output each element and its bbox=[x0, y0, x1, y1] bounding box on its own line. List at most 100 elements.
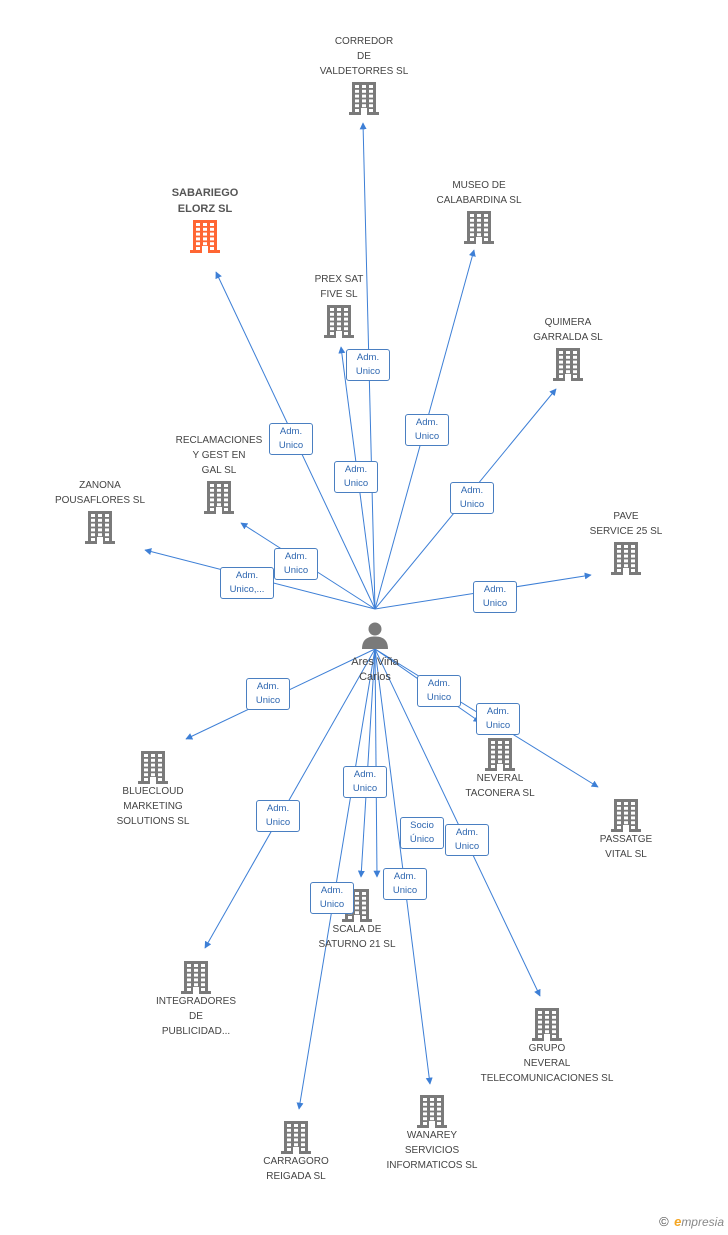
role-badge[interactable]: Adm. Unico,... bbox=[220, 567, 274, 599]
company-label-line: INTEGRADORES bbox=[155, 996, 236, 1007]
role-badge[interactable]: Adm.Unico bbox=[334, 461, 378, 493]
company-node-zanona[interactable]: ZANONA POUSAFLORES SL bbox=[25, 478, 175, 544]
edge-integradores bbox=[204, 648, 376, 949]
empresia-brand[interactable]: © empresia bbox=[659, 1214, 724, 1229]
company-label-line: SERVICE 25 SL bbox=[589, 526, 663, 537]
role-badge[interactable]: Adm. Unico bbox=[445, 824, 489, 856]
role-badge-line: Adm. bbox=[266, 803, 290, 814]
person-name-line1: Ares Viña bbox=[351, 656, 399, 668]
role-badge[interactable]: Adm.Unico bbox=[383, 868, 427, 900]
role-badge-line: Adm. bbox=[356, 352, 380, 363]
role-badge-line: Unico,... bbox=[229, 584, 265, 595]
role-badge[interactable]: Adm.Unico bbox=[310, 882, 354, 914]
company-label-line: PREX SAT bbox=[314, 274, 364, 285]
company-label-line: CORREDOR bbox=[334, 36, 394, 47]
company-label-line: Y GEST EN bbox=[192, 450, 246, 461]
role-badge[interactable]: Adm.Unico bbox=[476, 703, 520, 735]
role-badge[interactable]: Adm.Unico bbox=[343, 766, 387, 798]
role-badge-line: Socio bbox=[410, 820, 434, 831]
company-label-line: SABARIEGO bbox=[171, 187, 239, 199]
company-label-line: MARKETING bbox=[123, 801, 183, 812]
edge-scala-a bbox=[357, 648, 376, 878]
company-label-line: CALABARDINA SL bbox=[436, 195, 522, 206]
building-icon bbox=[204, 481, 234, 514]
company-node-integradores[interactable]: INTEGRADORES DE PUBLICIDAD... bbox=[121, 958, 271, 1039]
company-node-prex[interactable]: PREX SAT FIVE SL bbox=[264, 272, 414, 338]
company-label-line: DE bbox=[357, 51, 371, 62]
company-label-line: PUBLICIDAD... bbox=[161, 1026, 231, 1037]
role-badge-line: Único bbox=[409, 834, 435, 845]
role-badge-line: Unico bbox=[355, 366, 381, 377]
role-badge-line: Adm. bbox=[460, 485, 484, 496]
role-badge-line: Adm. bbox=[455, 827, 479, 838]
role-badge-line: Adm. bbox=[284, 551, 308, 562]
role-badge-line: Unico bbox=[414, 431, 440, 442]
role-badge-line: Adm. bbox=[256, 681, 280, 692]
role-badge[interactable]: Adm. Unico bbox=[274, 548, 318, 580]
building-icon bbox=[485, 738, 515, 771]
company-label-line: NEVERAL bbox=[476, 773, 524, 784]
brand-name: mpresia bbox=[681, 1215, 724, 1229]
company-label-line: ZANONA bbox=[79, 480, 121, 491]
company-label-line: VITAL SL bbox=[605, 849, 647, 860]
role-badge-line: Adm. bbox=[235, 570, 259, 581]
building-icon bbox=[181, 961, 211, 994]
building-icon bbox=[611, 542, 641, 575]
role-badge[interactable]: Adm. Unico bbox=[256, 800, 300, 832]
role-badge-line: Unico bbox=[255, 695, 281, 706]
role-badge-line: Unico bbox=[265, 817, 291, 828]
role-badge-line: Unico bbox=[283, 565, 309, 576]
role-badge[interactable]: Adm. Unico bbox=[450, 482, 494, 514]
building-icon bbox=[464, 211, 494, 244]
company-node-passatge[interactable]: PASSATGE VITAL SL bbox=[551, 796, 701, 862]
building-icon bbox=[190, 220, 220, 253]
role-badge-line: Unico bbox=[454, 841, 480, 852]
role-badge-line: Adm. bbox=[393, 871, 417, 882]
role-badge-line: Unico bbox=[482, 598, 508, 609]
company-label-line: PAVE bbox=[613, 511, 639, 522]
edge-wanarey bbox=[374, 648, 433, 1085]
role-badge[interactable]: Adm. Unico bbox=[473, 581, 517, 613]
role-badge[interactable]: Adm.Unico bbox=[269, 423, 313, 455]
person-node[interactable]: Ares Viña Carlos bbox=[335, 620, 415, 685]
company-label-line: QUIMERA bbox=[544, 317, 592, 328]
role-badge[interactable]: Adm.Unico bbox=[417, 675, 461, 707]
company-label-line: NEVERAL bbox=[523, 1058, 571, 1069]
company-node-carragoro[interactable]: CARRAGORO REIGADA SL bbox=[221, 1118, 371, 1184]
role-badge[interactable]: Adm. Unico bbox=[405, 414, 449, 446]
role-badge[interactable]: Adm. Unico bbox=[346, 349, 390, 381]
company-label-line: FIVE SL bbox=[320, 289, 358, 300]
role-badge-line: Adm. bbox=[415, 417, 439, 428]
role-badge-line: Adm. bbox=[427, 678, 451, 689]
edge-grupo-neveral bbox=[374, 648, 541, 997]
building-icon bbox=[349, 82, 379, 115]
company-label-line: GRUPO bbox=[528, 1043, 566, 1054]
company-label-line: REIGADA SL bbox=[266, 1171, 326, 1182]
company-label-line: POUSAFLORES SL bbox=[54, 495, 146, 506]
company-node-pave[interactable]: PAVE SERVICE 25 SL bbox=[551, 509, 701, 575]
role-badge-line: Adm. bbox=[320, 885, 344, 896]
role-badge-line: Adm. bbox=[344, 464, 368, 475]
role-badge[interactable]: Adm. Unico bbox=[246, 678, 290, 710]
copyright-symbol: © bbox=[659, 1214, 669, 1229]
building-icon bbox=[417, 1095, 447, 1128]
company-label-line: DE bbox=[189, 1011, 203, 1022]
role-badge-line: Unico bbox=[459, 499, 485, 510]
company-label-line: PASSATGE bbox=[599, 834, 653, 845]
building-icon bbox=[281, 1121, 311, 1154]
role-badge-line: Adm. bbox=[486, 706, 510, 717]
role-badge-line: Adm. bbox=[353, 769, 377, 780]
company-label-line: CARRAGORO bbox=[263, 1156, 329, 1167]
role-badge-line: Adm. bbox=[483, 584, 507, 595]
